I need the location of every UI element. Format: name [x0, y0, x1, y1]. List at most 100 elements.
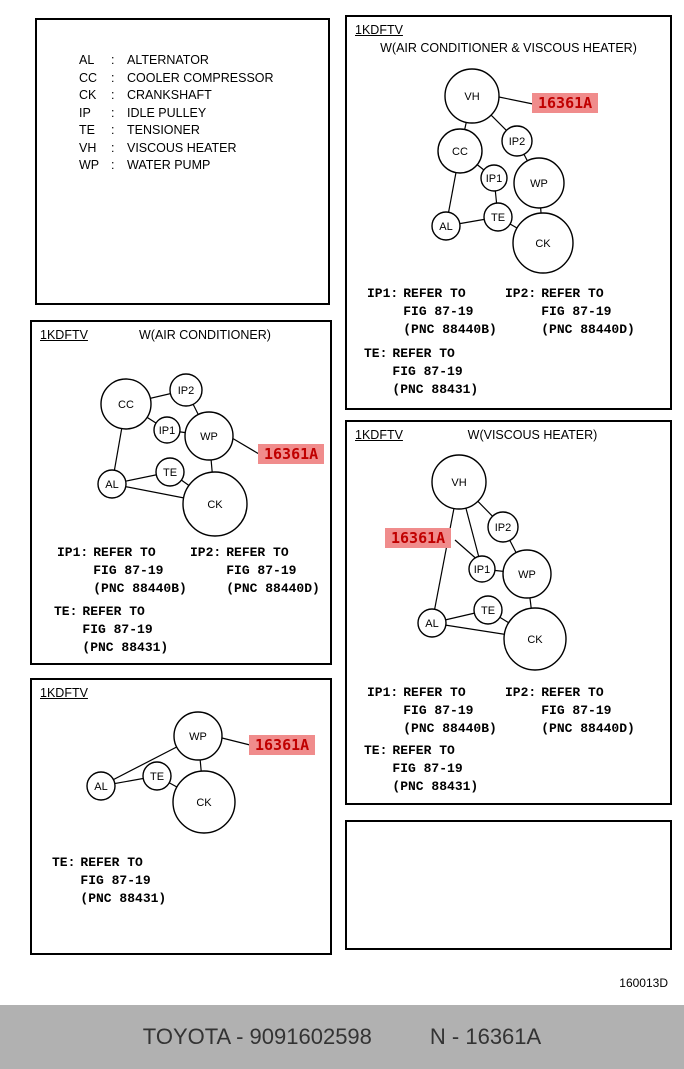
legend-abbr: AL: [79, 53, 95, 67]
note-line: REFER TO: [80, 855, 143, 870]
legend-separator: :: [111, 88, 115, 102]
note-lines: REFER TO FIG 87-19 (PNC 88431): [82, 603, 168, 657]
note-label: TE:: [54, 604, 78, 619]
pulley-label: AL: [94, 781, 107, 793]
pulley-label: CC: [452, 146, 468, 158]
pulley-label: WP: [189, 731, 207, 743]
note-line: (PNC 88440B): [93, 581, 187, 596]
pulley-label: WP: [530, 178, 548, 190]
legend-name: ALTERNATOR: [127, 53, 209, 67]
note-line: (PNC 88440D): [226, 581, 320, 596]
note-line: FIG 87-19: [80, 873, 151, 888]
legend-separator: :: [111, 158, 115, 172]
note-lines: REFER TO FIG 87-19 (PNC 88440B): [93, 544, 187, 598]
note-label: TE:: [364, 743, 388, 758]
legend-name: VISCOUS HEATER: [127, 140, 237, 155]
note-line: (PNC 88431): [80, 891, 167, 906]
pulley-label: AL: [439, 221, 452, 233]
pulley-vh: VH: [444, 68, 500, 124]
note-line: (PNC 88431): [82, 640, 169, 655]
note-lines: REFER TO FIG 87-19 (PNC 88431): [392, 742, 478, 796]
legend-separator: :: [111, 105, 115, 120]
pulley-label: CC: [118, 399, 134, 411]
note-label: IP1:: [57, 545, 89, 560]
note-line: (PNC 88440D): [541, 322, 635, 337]
pulley-label: VH: [464, 91, 479, 103]
pulley-label: TE: [491, 212, 505, 224]
legend-separator: :: [111, 53, 115, 67]
pulley-label: CK: [207, 499, 223, 511]
note-line: FIG 87-19: [226, 563, 297, 578]
pulley-label: VH: [451, 477, 466, 489]
note-lines: REFER TO FIG 87-19 (PNC 88431): [392, 345, 478, 399]
refer-note-ip1: IP1: REFER TO FIG 87-19 (PNC 88440B): [367, 285, 497, 339]
part-number-highlight[interactable]: 16361A: [532, 93, 599, 113]
pulley-ck: CK: [503, 607, 567, 671]
refer-note-te: TE: REFER TO FIG 87-19 (PNC 88431): [364, 345, 478, 399]
pulley-wp: WP: [173, 711, 223, 761]
pulley-label: AL: [105, 479, 118, 491]
panel-ac-viscous-heater: VH CC IP2 IP1 WP AL TE CK: [345, 15, 672, 410]
note-line: (PNC 88431): [392, 779, 479, 794]
pulley-ck: CK: [182, 471, 248, 537]
note-label: TE:: [364, 346, 388, 361]
legend-name: CRANKSHAFT: [127, 88, 212, 102]
empty-box: [345, 820, 672, 950]
pulley-label: IP1: [474, 564, 491, 576]
pulley-ip2: IP2: [487, 511, 519, 543]
note-line: REFER TO: [226, 545, 289, 560]
pulley-label: IP2: [178, 385, 195, 397]
legend-row: AL : ALTERNATOR: [79, 52, 318, 70]
note-label: IP2:: [505, 286, 537, 301]
pulley-wp: WP: [184, 411, 234, 461]
belt-diagram: VH CC IP2 IP1 WP AL TE CK: [431, 68, 574, 274]
note-line: REFER TO: [403, 685, 466, 700]
pulley-vh: VH: [431, 454, 487, 510]
pulley-wp: WP: [513, 157, 565, 209]
pulley-label: CK: [535, 238, 551, 250]
refer-note-ip2: IP2: REFER TO FIG 87-19 (PNC 88440D): [505, 285, 635, 339]
panel-title: W(VISCOUS HEATER): [467, 428, 598, 442]
note-label: IP1:: [367, 685, 399, 700]
engine-code: 1KDFTV: [40, 328, 88, 342]
note-line: FIG 87-19: [403, 304, 474, 319]
pulley-cc: CC: [100, 378, 152, 430]
pulley-label: CK: [196, 797, 212, 809]
footer-part-number: N - 16361A: [429, 1024, 542, 1049]
note-label: IP1:: [367, 286, 399, 301]
legend-name: COOLER COMPRESSOR: [127, 70, 274, 85]
part-number-highlight[interactable]: 16361A: [249, 735, 316, 755]
legend-abbr: VH: [79, 140, 97, 155]
pulley-ip2: IP2: [169, 373, 203, 407]
pulley-te: TE: [483, 202, 513, 232]
note-line: (PNC 88440B): [403, 322, 497, 337]
note-lines: REFER TO FIG 87-19 (PNC 88440D): [541, 684, 635, 738]
note-line: (PNC 88431): [392, 382, 479, 397]
belt-diagram: WP AL TE CK: [86, 711, 251, 834]
note-line: FIG 87-19: [541, 304, 612, 319]
note-label: IP2:: [190, 545, 222, 560]
note-lines: REFER TO FIG 87-19 (PNC 88440B): [403, 684, 497, 738]
legend-abbr: CC: [79, 70, 98, 85]
leader-line: [221, 737, 251, 746]
legend-abbr: WP: [79, 158, 100, 172]
pulley-label: IP1: [486, 173, 503, 185]
pulley-ip1: IP1: [153, 416, 181, 444]
panel-header: 1KDFTV W(AIR CONDITIONER & VISCOUS HEATE…: [355, 23, 662, 55]
pulley-cc: CC: [437, 128, 483, 174]
pulley-ck: CK: [172, 770, 236, 834]
pulley-te: TE: [155, 457, 185, 487]
part-number-highlight[interactable]: 16361A: [258, 444, 325, 464]
part-number-highlight[interactable]: 16361A: [385, 528, 452, 548]
legend-row: CC : COOLER COMPRESSOR: [79, 70, 318, 88]
pulley-al: AL: [97, 469, 127, 499]
legend-abbr: CK: [79, 88, 97, 102]
refer-note-ip1: IP1: REFER TO FIG 87-19 (PNC 88440B): [57, 544, 187, 598]
pulley-label: TE: [481, 605, 495, 617]
pulley-label: WP: [200, 431, 218, 443]
pulley-wp: WP: [502, 549, 552, 599]
belt-diagram: VH IP2 IP1 WP AL TE CK: [417, 454, 567, 671]
legend-row: CK : CRANKSHAFT: [79, 87, 318, 105]
note-line: REFER TO: [82, 604, 145, 619]
